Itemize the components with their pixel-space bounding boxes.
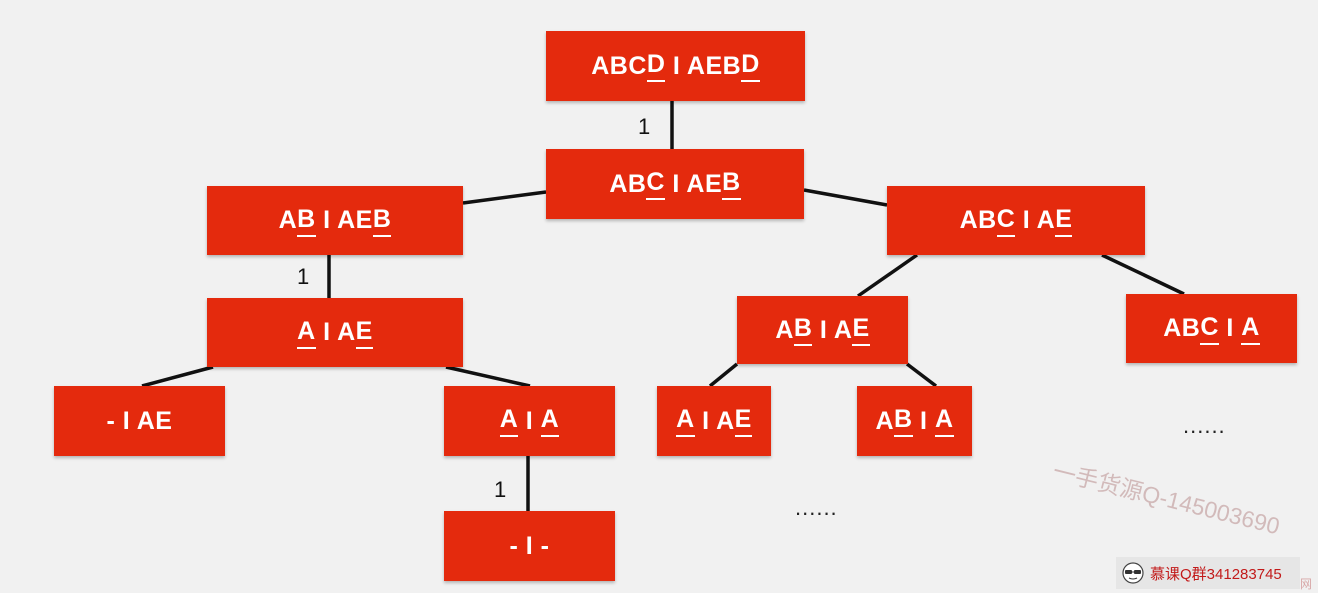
edge-n3-n6 (1101, 253, 1185, 296)
edge-label-n2-n4: 1 (297, 264, 310, 289)
node-text: I AEB (665, 51, 742, 80)
underlined-char: A (499, 405, 519, 437)
underlined-char: A (934, 405, 954, 437)
edge-n1-n3 (803, 188, 888, 207)
edge-label-n0-n1: 1 (638, 114, 651, 139)
node-text: A (775, 315, 794, 344)
underlined-char: A (540, 405, 560, 437)
underlined-char: A (1241, 313, 1260, 345)
watermark-corner-text: 网 (1300, 577, 1313, 591)
node-text: A (875, 406, 895, 435)
node-text: I A (315, 318, 356, 346)
node-text: I A (694, 406, 735, 435)
edge-n4-n8 (445, 365, 531, 388)
underlined-char: C (646, 168, 665, 200)
node-text: - I - (509, 531, 550, 560)
node-text: I AE (664, 169, 723, 198)
edge-n5-n9 (708, 362, 739, 388)
edge-n4-n7 (141, 365, 214, 388)
node-text: I (912, 406, 935, 435)
node-text: AB (609, 169, 647, 198)
node-text: I A (812, 315, 853, 344)
underlined-char: B (372, 205, 392, 237)
tree-node-n7: - I AE (54, 386, 225, 456)
underlined-char: E (355, 317, 373, 349)
watermark-badge: 慕课Q群341283745 (1116, 557, 1300, 589)
edge-n3-n5 (857, 253, 918, 298)
underlined-char: A (297, 317, 316, 349)
tree-node-n11: - I - (444, 511, 615, 581)
underlined-char: E (734, 405, 752, 437)
ellipsis-right: ...... (1183, 413, 1226, 438)
underlined-char: B (793, 314, 813, 346)
sunglasses-face-icon (1122, 562, 1144, 584)
node-text: I AE (315, 206, 373, 234)
edge-n5-n10 (905, 362, 938, 388)
underlined-char: B (297, 205, 316, 237)
underlined-char: C (996, 205, 1016, 237)
underlined-char: E (1055, 205, 1073, 237)
underlined-char: B (894, 405, 913, 437)
node-text: A (278, 206, 298, 234)
node-text: ABC (591, 51, 647, 80)
tree-node-n8: A I A (444, 386, 615, 456)
edge-label-n8-n11: 1 (494, 477, 507, 502)
node-text: I (518, 406, 541, 435)
node-text: AB (1163, 314, 1201, 342)
node-text: - I AE (106, 406, 173, 435)
node-text: I (1218, 314, 1242, 342)
underlined-char: D (646, 50, 666, 82)
underlined-char: B (722, 168, 741, 200)
underlined-char: C (1200, 313, 1219, 345)
ellipsis-middle: ...... (795, 495, 838, 520)
node-text: I A (1015, 206, 1056, 234)
node-text: AB (959, 206, 997, 234)
underlined-char: D (741, 50, 760, 82)
watermark-badge-text: 慕课Q群341283745 (1150, 565, 1282, 583)
edge-n1-n2 (462, 190, 547, 205)
underlined-char: A (676, 405, 695, 437)
underlined-char: E (852, 314, 870, 346)
